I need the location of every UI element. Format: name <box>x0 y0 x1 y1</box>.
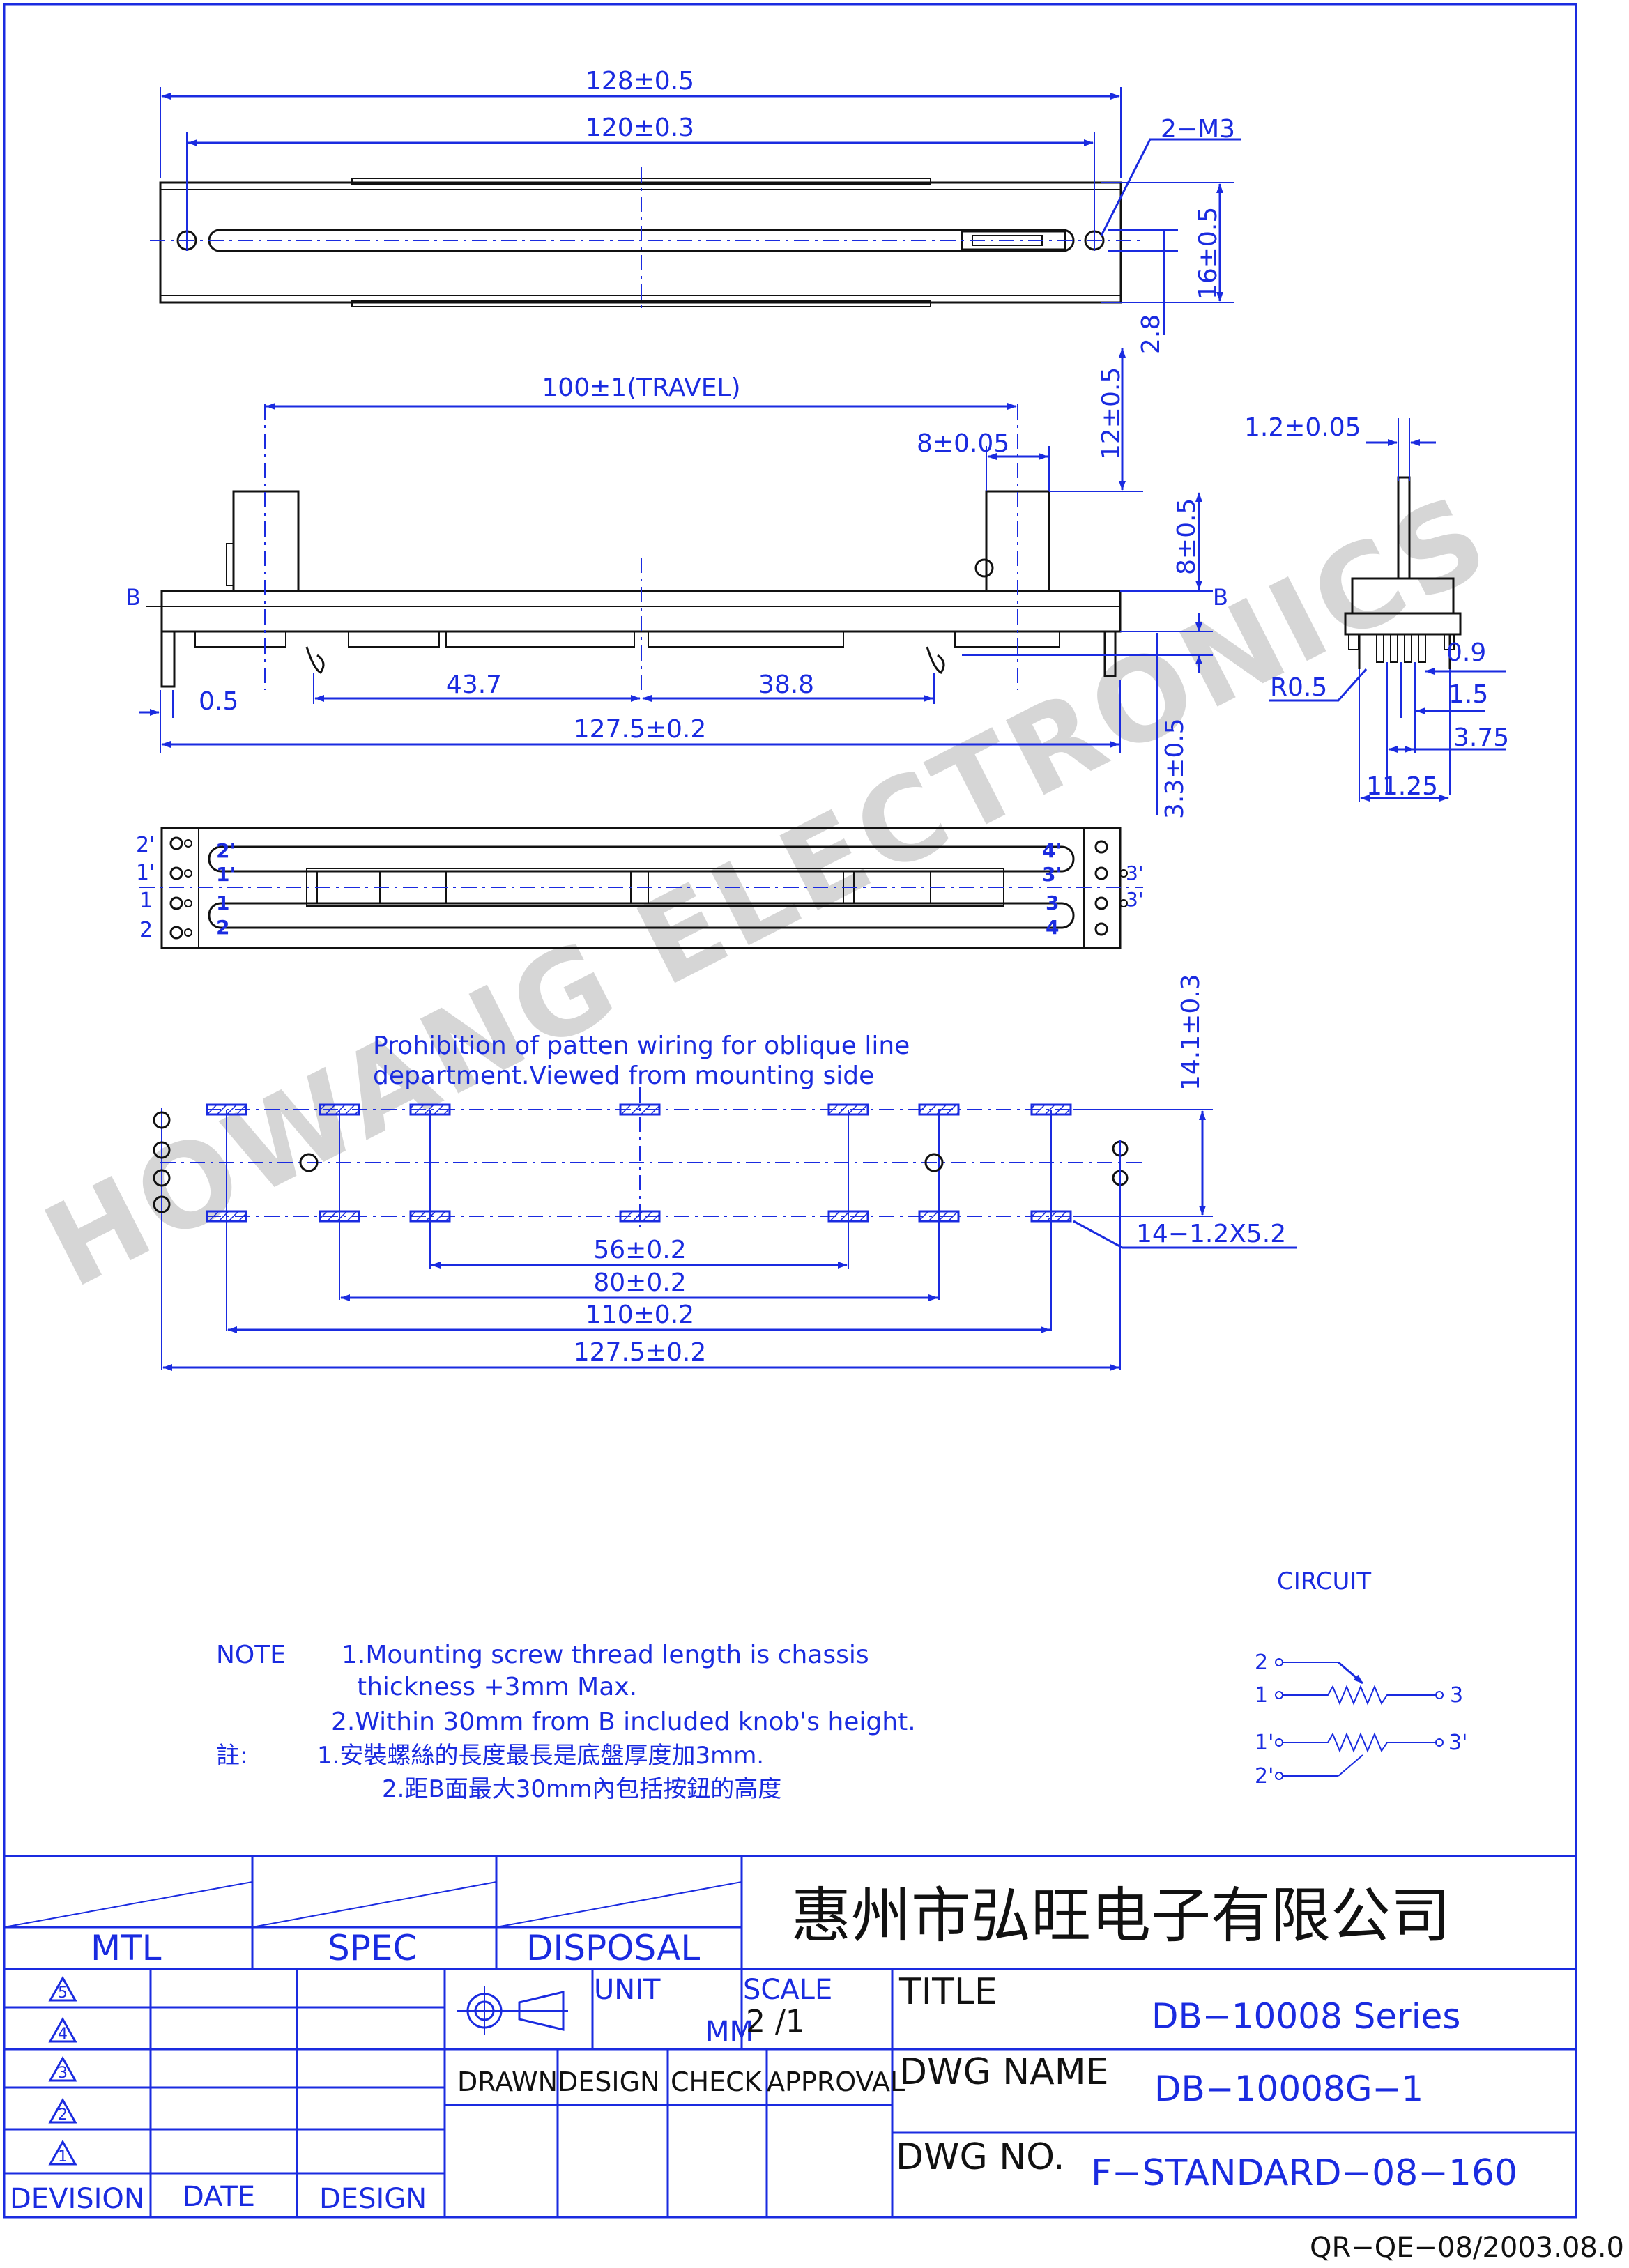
pin-label-right-outer-0: 3' <box>1126 861 1144 884</box>
circuit-title: CIRCUIT <box>1277 1568 1371 1595</box>
tb-drawn: DRAWN <box>457 2067 558 2097</box>
prohibition-line-2: department.Viewed from mounting side <box>373 1062 874 1090</box>
pin-label-left-inner-1: 1' <box>216 863 236 886</box>
dim-11-25: 11.25 <box>1366 772 1438 801</box>
dim-3-3: 3.3±0.5 <box>1161 718 1189 819</box>
circuit-pin-2: 2 <box>1255 1650 1268 1675</box>
dim-110: 110±0.2 <box>586 1301 694 1329</box>
dim-2-8: 2.8 <box>1137 314 1165 354</box>
dim-127-5-b: 127.5±0.2 <box>574 1338 706 1367</box>
pin-label-left-outer-1: 1' <box>136 861 155 885</box>
pin-label-right-inner-1: 3' <box>1042 863 1062 886</box>
tb-title-value: DB−10008 Series <box>1152 1996 1460 2037</box>
dim-120: 120±0.3 <box>586 114 694 142</box>
pin-label-right-inner-0: 4' <box>1042 839 1062 862</box>
pin-label-left-inner-2: 1 <box>216 891 229 914</box>
dim-1-2: 1.2±0.05 <box>1244 413 1361 442</box>
circuit-pin-3: 3 <box>1450 1683 1463 1708</box>
dim-128: 128±0.5 <box>586 67 694 95</box>
dim-8-width: 8±0.05 <box>917 429 1009 458</box>
tb-dwg-name-value: DB−10008G−1 <box>1154 2069 1423 2109</box>
tb-disposal: DISPOSAL <box>526 1928 700 1968</box>
dim-1-5: 1.5 <box>1448 680 1488 709</box>
tb-mtl: MTL <box>91 1928 162 1968</box>
circuit-schematic <box>1275 1658 1444 1780</box>
tb-scale-value: 2 /1 <box>746 2004 805 2039</box>
tb-dwg-no-label: DWG NO. <box>896 2136 1065 2178</box>
dim-14-1: 14.1±0.3 <box>1177 974 1205 1091</box>
tb-unit-value: MM <box>705 2016 754 2048</box>
tb-date: DATE <box>183 2181 255 2213</box>
note-zh-label: 註: <box>216 1742 247 1770</box>
dim-56: 56±0.2 <box>593 1236 686 1264</box>
tb-company: 惠州市弘旺电子有限公司 <box>791 1881 1451 1951</box>
bottom-view <box>139 827 1143 949</box>
dim-8-height: 8±0.5 <box>1172 498 1201 575</box>
circuit-pin-3p: 3' <box>1448 1731 1467 1755</box>
pin-label-right-inner-3: 4 <box>1046 916 1059 939</box>
tb-dwg-no-value: F−STANDARD−08−160 <box>1091 2152 1517 2194</box>
rev-3: 3 <box>58 2064 68 2082</box>
tb-title-label: TITLE <box>898 1971 997 2013</box>
pin-label-left-outer-3: 2 <box>139 918 153 942</box>
dim-3-75: 3.75 <box>1453 723 1509 752</box>
tb-division: DEVISION <box>10 2183 145 2215</box>
tb-spec: SPEC <box>328 1928 417 1968</box>
dim-0-5: 0.5 <box>199 687 238 716</box>
note-zh-1: 1.安裝螺絲的長度最長是底盤厚度加3mm. <box>317 1742 764 1770</box>
dim-38-8: 38.8 <box>758 671 814 699</box>
title-block <box>3 1855 1576 2217</box>
pin-label-right-outer-1: 3' <box>1126 888 1144 911</box>
note-1a: 1.Mounting screw thread length is chassi… <box>342 1641 869 1669</box>
rev-4: 4 <box>58 2025 68 2043</box>
pin-label-left-inner-0: 2' <box>216 839 236 862</box>
b-right: B <box>1213 584 1228 611</box>
pin-label-left-outer-0: 2' <box>136 833 155 857</box>
dim-127-5-a: 127.5±0.2 <box>574 715 706 744</box>
side-view <box>146 404 1122 690</box>
note-zh-2: 2.距B面最大30mm內包括按鈕的高度 <box>382 1775 781 1803</box>
dim-12: 12±0.5 <box>1097 367 1126 460</box>
tb-check: CHECK <box>671 2067 763 2097</box>
watermark: HOWANG ELECTRONICS <box>25 468 1511 1313</box>
dim-2-m3: 2−M3 <box>1161 115 1235 144</box>
pin-label-left-inner-3: 2 <box>216 916 229 939</box>
pcb-footprint <box>153 1087 1213 1370</box>
tb-approval: APPROVAL <box>767 2067 905 2097</box>
rev-1: 1 <box>58 2148 68 2166</box>
note-1b: thickness +3mm Max. <box>357 1673 637 1701</box>
top-view <box>150 87 1143 314</box>
sheet-border <box>3 3 1577 2219</box>
prohibition-line-1: Prohibition of patten wiring for oblique… <box>373 1032 910 1060</box>
rev-5: 5 <box>58 1984 68 2002</box>
dim-travel: 100±1(TRAVEL) <box>542 374 740 402</box>
circuit-pin-2p: 2' <box>1255 1764 1274 1788</box>
note-label: NOTE <box>216 1641 286 1669</box>
dim-r0-5: R0.5 <box>1270 673 1327 702</box>
footer-code: QR−QE−08/2003.08.0 <box>1310 2232 1624 2264</box>
dim-80: 80±0.2 <box>593 1269 686 1297</box>
pin-label-right-inner-2: 3 <box>1046 891 1059 914</box>
note-2: 2.Within 30mm from B included knob's hei… <box>331 1708 916 1736</box>
circuit-pin-1p: 1' <box>1255 1731 1274 1755</box>
tb-design: DESIGN <box>319 2183 427 2215</box>
tb-dwg-name-label: DWG NAME <box>899 2051 1108 2093</box>
pin-label-left-outer-2: 1 <box>139 889 153 913</box>
dim-43-7: 43.7 <box>446 671 502 699</box>
dim-16: 16±0.5 <box>1194 207 1223 300</box>
tb-design2: DESIGN <box>558 2067 659 2097</box>
dim-0-9: 0.9 <box>1446 638 1486 667</box>
circuit-pin-1: 1 <box>1255 1683 1268 1708</box>
tb-scale: SCALE <box>743 1974 832 2006</box>
tb-unit: UNIT <box>594 1974 661 2006</box>
rev-2: 2 <box>58 2106 68 2124</box>
dim-14-pads: 14−1.2X5.2 <box>1136 1220 1286 1248</box>
b-left: B <box>125 584 141 611</box>
end-view <box>1344 476 1462 669</box>
